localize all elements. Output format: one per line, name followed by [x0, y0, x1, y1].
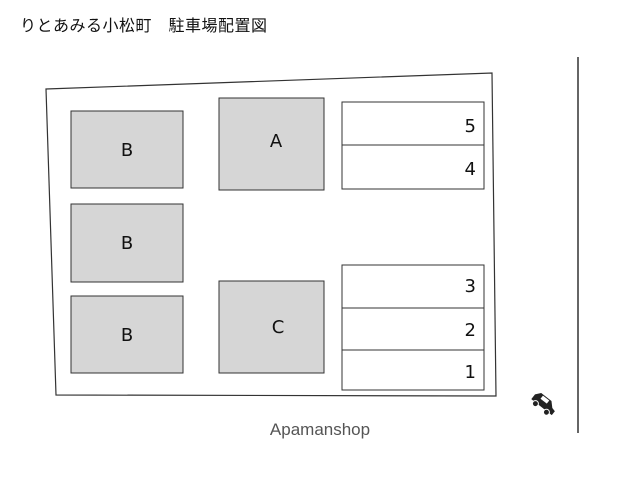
building-label: B — [121, 233, 133, 254]
building-a: A — [218, 97, 325, 191]
building-b-middle: B — [70, 203, 184, 283]
watermark-text: Apamanshop — [269, 420, 371, 439]
parking-slot-2: 2 — [341, 307, 485, 351]
building-label: B — [121, 140, 133, 161]
slot-number: 2 — [465, 320, 476, 341]
building-c: C — [218, 280, 325, 374]
building-b-top: B — [70, 110, 184, 189]
parking-slot-4: 4 — [341, 144, 485, 190]
parking-slot-5: 5 — [341, 101, 485, 146]
slot-number: 3 — [465, 276, 476, 297]
parking-slot-3: 3 — [341, 264, 485, 309]
building-label: A — [270, 131, 283, 152]
page-title: りとあみる小松町 駐車場配置図 — [20, 16, 268, 35]
building-b-bottom: B — [70, 295, 184, 374]
slot-number: 4 — [465, 159, 476, 180]
slot-number: 1 — [465, 362, 476, 383]
car-icon — [531, 392, 555, 416]
building-label: C — [272, 317, 285, 338]
building-label: B — [121, 325, 133, 346]
slot-number: 5 — [465, 116, 476, 137]
parking-slot-1: 1 — [341, 349, 485, 391]
lot-outline — [45, 72, 497, 397]
